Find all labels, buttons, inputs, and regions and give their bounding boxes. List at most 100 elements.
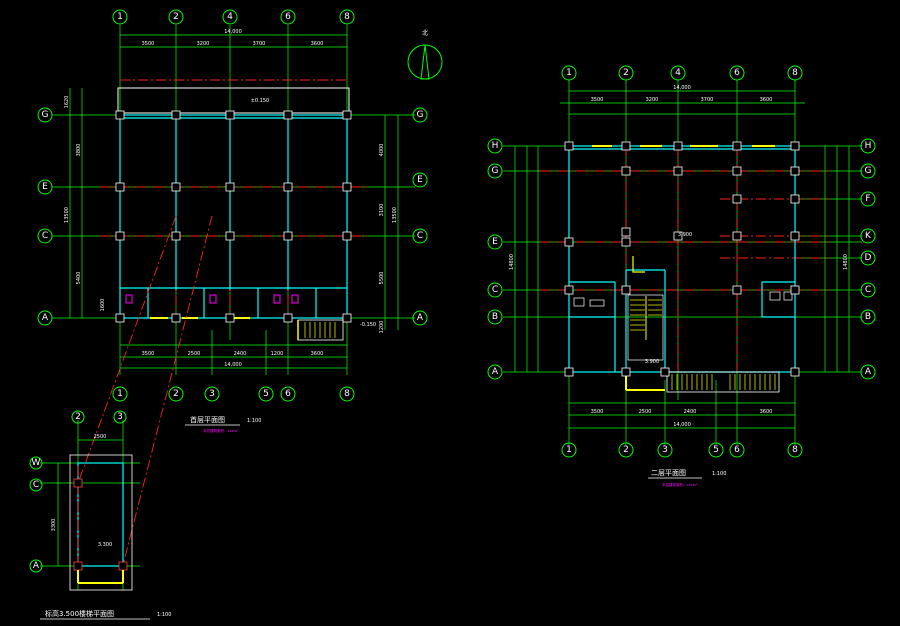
axis-bubble-left-C: C xyxy=(37,228,53,244)
svg-text:6: 6 xyxy=(285,389,291,399)
svg-text:6: 6 xyxy=(285,12,291,22)
axis-bubble-bottom-6: 6 xyxy=(280,386,296,402)
svg-text:A: A xyxy=(42,313,49,323)
r-top-total: 14,000 xyxy=(673,85,691,91)
r-axis-left-C: C xyxy=(487,282,503,298)
svg-text:4: 4 xyxy=(227,12,233,22)
axis-bubble-bottom-2: 2 xyxy=(168,386,184,402)
svg-text:2: 2 xyxy=(173,389,179,399)
svg-text:C: C xyxy=(492,285,498,295)
svg-text:B: B xyxy=(492,312,498,322)
top-dim-2: 3200 xyxy=(197,41,210,47)
r-left-total: 14800 xyxy=(509,254,515,270)
svg-text:6: 6 xyxy=(734,68,740,78)
r-bottom-dim-2: 2500 xyxy=(639,409,652,415)
r-axis-bottom-8: 8 xyxy=(787,442,803,458)
detail-left-dim: 3300 xyxy=(51,519,57,532)
r-axis-right-C: C xyxy=(860,282,876,298)
svg-text:8: 8 xyxy=(792,445,798,455)
svg-text:2: 2 xyxy=(623,445,629,455)
svg-text:5: 5 xyxy=(263,389,269,399)
detail-top-dim: 2500 xyxy=(94,434,107,440)
svg-text:W: W xyxy=(32,458,41,468)
axis-bubble-top-4: 4 xyxy=(222,9,238,25)
axis-bubble-bottom-1: 1 xyxy=(112,386,128,402)
right-dim-1: 4000 xyxy=(379,144,385,157)
svg-text:G: G xyxy=(417,110,424,120)
svg-text:C: C xyxy=(33,480,39,490)
bottom-dim-3: 2400 xyxy=(234,351,247,357)
axis-bubble-top-6: 6 xyxy=(280,9,296,25)
svg-text:5: 5 xyxy=(713,445,719,455)
svg-text:H: H xyxy=(492,141,499,151)
bottom-dim-2: 2500 xyxy=(188,351,201,357)
r-axis-bottom-3: 3 xyxy=(657,442,673,458)
r-top-dim-2: 3200 xyxy=(646,97,659,103)
right-total-dim: 13500 xyxy=(392,207,398,223)
r-axis-right-B: B xyxy=(860,309,876,325)
top-dim-3: 3700 xyxy=(253,41,266,47)
axis-bubble-right-E: E xyxy=(412,172,428,188)
r-level-mark: 3.900 xyxy=(678,232,692,238)
north-arrow: 北 xyxy=(407,29,443,80)
r-axis-right-H: H xyxy=(860,138,876,154)
r-axis-right-G: G xyxy=(860,163,876,179)
axis-bubble-right-A: A xyxy=(412,310,428,326)
axis-bubble-left-A: A xyxy=(37,310,53,326)
svg-text:C: C xyxy=(42,231,48,241)
svg-text:8: 8 xyxy=(792,68,798,78)
svg-text:2: 2 xyxy=(75,412,81,422)
r-top-dim-4: 3600 xyxy=(760,97,773,103)
r-top-dim-1: 3500 xyxy=(591,97,604,103)
top-total-dim: 14,000 xyxy=(224,29,242,35)
r-level-mark-2: 3.900 xyxy=(645,359,659,365)
svg-text:1: 1 xyxy=(117,12,123,22)
svg-text:E: E xyxy=(492,237,498,247)
ground-floor-subtitle: 本层建筑面积：xxxm² xyxy=(203,428,239,433)
svg-text:C: C xyxy=(417,231,423,241)
svg-text:2: 2 xyxy=(623,68,629,78)
svg-text:B: B xyxy=(865,312,871,322)
detail-axis-left-W: W xyxy=(29,456,43,470)
bottom-dim-1: 3500 xyxy=(142,351,155,357)
axis-bubble-left-E: E xyxy=(37,179,53,195)
svg-text:1: 1 xyxy=(566,68,572,78)
r-axis-top-4: 4 xyxy=(670,65,686,81)
level-mark-top: ±0.150 xyxy=(251,98,270,104)
r-right-total: 14800 xyxy=(843,254,849,270)
svg-text:3: 3 xyxy=(209,389,215,399)
left-dim-3: 5400 xyxy=(76,272,82,285)
ground-floor-plan: 1 2 4 6 8 1 2 3 5 6 8 G E C A G E C A 14… xyxy=(37,9,428,433)
stair-detail-plan: 2 3 W C A 2500 3300 3.300 标高3.500楼梯平面图 1… xyxy=(29,410,171,620)
r-axis-right-K: K xyxy=(860,228,876,244)
left-dim-2: 3800 xyxy=(76,144,82,157)
svg-text:G: G xyxy=(865,166,872,176)
left-total-dim: 13500 xyxy=(64,207,70,223)
right-dim-4: 1200 xyxy=(379,321,385,334)
r-axis-right-F: F xyxy=(860,191,876,207)
axis-bubble-top-2: 2 xyxy=(168,9,184,25)
second-floor-title: 二层平面图 xyxy=(651,469,686,477)
r-bottom-dim-3: 2400 xyxy=(684,409,697,415)
r-axis-bottom-5: 5 xyxy=(708,442,724,458)
svg-text:K: K xyxy=(865,231,872,241)
svg-text:1: 1 xyxy=(117,389,123,399)
axis-bubble-bottom-3: 3 xyxy=(204,386,220,402)
right-dim-3: 5500 xyxy=(379,272,385,285)
r-axis-left-G: G xyxy=(487,163,503,179)
r-axis-top-2: 2 xyxy=(618,65,634,81)
detail-scale: 1:100 xyxy=(157,612,171,618)
r-axis-bottom-6: 6 xyxy=(729,442,745,458)
svg-text:4: 4 xyxy=(675,68,681,78)
bottom-dim-5: 3600 xyxy=(311,351,324,357)
svg-text:A: A xyxy=(417,313,424,323)
r-axis-left-B: B xyxy=(487,309,503,325)
r-axis-top-1: 1 xyxy=(561,65,577,81)
ground-floor-scale: 1:100 xyxy=(247,418,261,424)
r-bottom-total: 14,000 xyxy=(673,422,691,428)
axis-bubble-right-G: G xyxy=(412,107,428,123)
svg-text:G: G xyxy=(492,166,499,176)
bottom-dim-4: 1200 xyxy=(271,351,284,357)
axis-bubble-left-G: G xyxy=(37,107,53,123)
